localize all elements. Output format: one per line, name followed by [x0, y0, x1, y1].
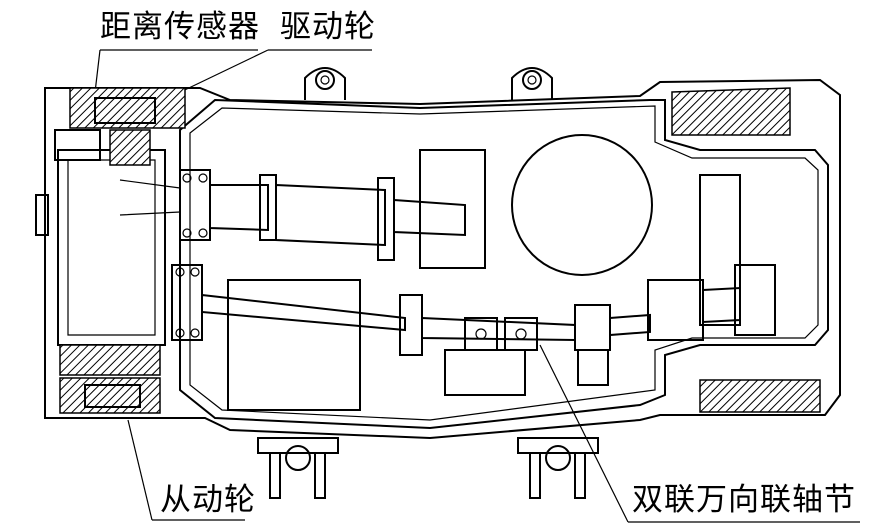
- universal-coupling: [464, 317, 538, 351]
- drive-wheel-assembly: [54, 87, 186, 166]
- mounting-lugs: [304, 67, 553, 100]
- driven-wheel-label: 从动轮: [160, 482, 256, 518]
- lower-drive-shaft: [171, 264, 741, 386]
- upper-drive-shaft: [119, 169, 466, 261]
- leader-lines: [91, 49, 860, 523]
- driven-wheel-assembly: [59, 344, 161, 414]
- drive-wheel-label: 驱动轮: [280, 9, 376, 45]
- double-universal-coupling-label: 双联万向联轴节: [632, 482, 856, 518]
- distance-sensor-label: 距离传感器: [100, 9, 260, 45]
- right-tracks: [671, 87, 821, 413]
- internal-components: [227, 134, 776, 411]
- bottom-wheels: [257, 437, 599, 499]
